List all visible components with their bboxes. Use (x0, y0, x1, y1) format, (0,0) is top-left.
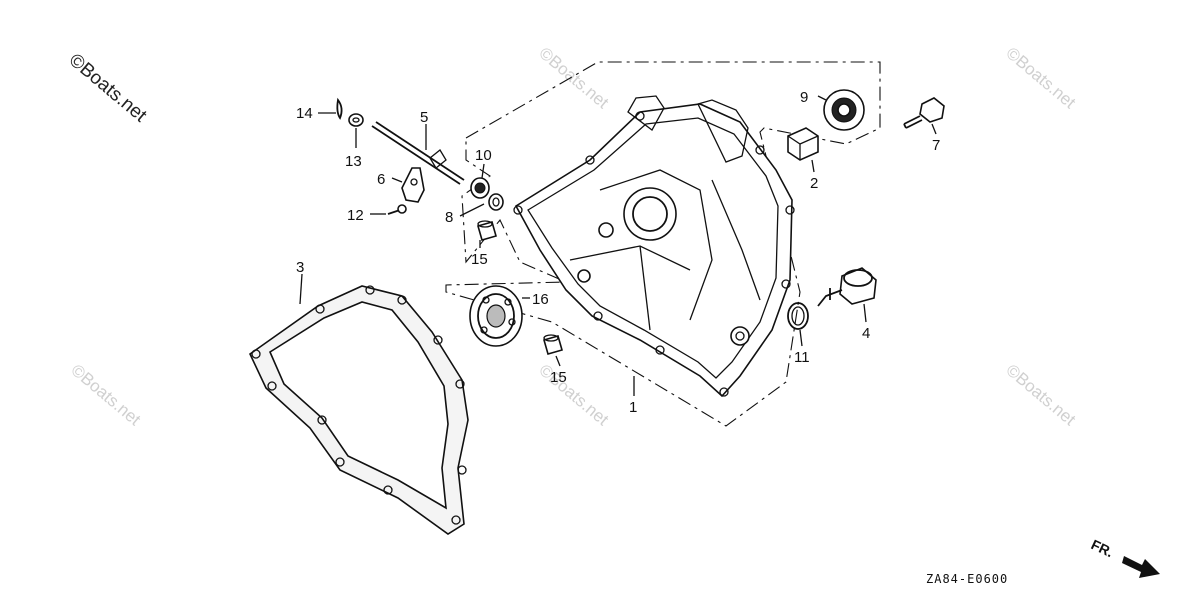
bearing[interactable] (469, 285, 523, 347)
cover-hole (598, 222, 614, 238)
cover-hole (730, 326, 750, 346)
label-part-7: 7 (932, 137, 940, 154)
label-part-15-upper: 15 (471, 251, 488, 268)
cover-side-boss (697, 99, 749, 163)
label-part-8: 8 (445, 209, 453, 226)
dowel-pin-lower[interactable] (543, 334, 563, 355)
pin-clip[interactable] (336, 97, 343, 120)
cover-top-boss (627, 95, 665, 131)
watermark-faint: ©Boats.net (535, 44, 612, 113)
watermark-faint: ©Boats.net (535, 361, 612, 430)
label-part-10: 10 (475, 147, 492, 164)
gasket-inner (268, 301, 449, 510)
label-part-16: 16 (532, 291, 549, 308)
small-bolt[interactable] (387, 204, 407, 215)
governor-shaft[interactable] (371, 121, 465, 185)
label-part-4: 4 (862, 325, 870, 342)
label-part-1: 1 (629, 399, 637, 416)
front-direction-indicator: FR. (1089, 536, 1160, 578)
diagram-code: ZA84-E0600 (926, 572, 1008, 586)
small-washer[interactable] (348, 113, 364, 127)
label-part-13: 13 (345, 153, 362, 170)
cover-flange (514, 103, 793, 398)
plug[interactable] (787, 127, 819, 161)
governor-seal[interactable] (470, 177, 490, 199)
oil-filler-cap[interactable] (817, 267, 877, 307)
label-part-2: 2 (810, 175, 818, 192)
label-part-5: 5 (420, 109, 428, 126)
watermark-main: ©Boats.net (65, 50, 151, 127)
label-part-6: 6 (377, 171, 385, 188)
cover-rib-center (639, 245, 651, 331)
oil-seal[interactable] (823, 89, 865, 131)
cover-rib-left (599, 169, 713, 321)
bearing-bore-outer (623, 187, 677, 241)
crankcase-cover[interactable] (513, 95, 795, 398)
governor-plate[interactable] (401, 167, 425, 203)
dowel-pin-upper[interactable] (477, 220, 497, 241)
arrow-right-icon (1122, 556, 1160, 578)
cover-hole-inner (735, 331, 745, 341)
cover-inner-wall (527, 117, 779, 379)
bolt[interactable] (903, 97, 945, 129)
o-ring[interactable] (787, 302, 809, 330)
washer[interactable] (488, 193, 504, 211)
label-part-3: 3 (296, 259, 304, 276)
label-part-14: 14 (296, 105, 313, 122)
watermark-faint: ©Boats.net (1002, 361, 1079, 430)
gasket-holes (251, 285, 467, 525)
label-part-15-lower: 15 (550, 369, 567, 386)
cover-rib-right (711, 179, 761, 301)
part-labels: 1 2 3 4 5 6 7 8 9 10 11 12 13 14 15 15 1… (296, 89, 940, 416)
gasket[interactable] (248, 285, 469, 535)
direction-label: FR. (1089, 536, 1116, 560)
bearing-bore-inner (632, 196, 668, 232)
leader-lines (299, 95, 937, 396)
watermark-faint: ©Boats.net (1002, 44, 1079, 113)
watermark-faint: ©Boats.net (67, 361, 144, 430)
label-part-9: 9 (800, 89, 808, 106)
cover-hole (577, 269, 591, 283)
label-part-12: 12 (347, 207, 364, 224)
label-part-11: 11 (794, 349, 810, 366)
